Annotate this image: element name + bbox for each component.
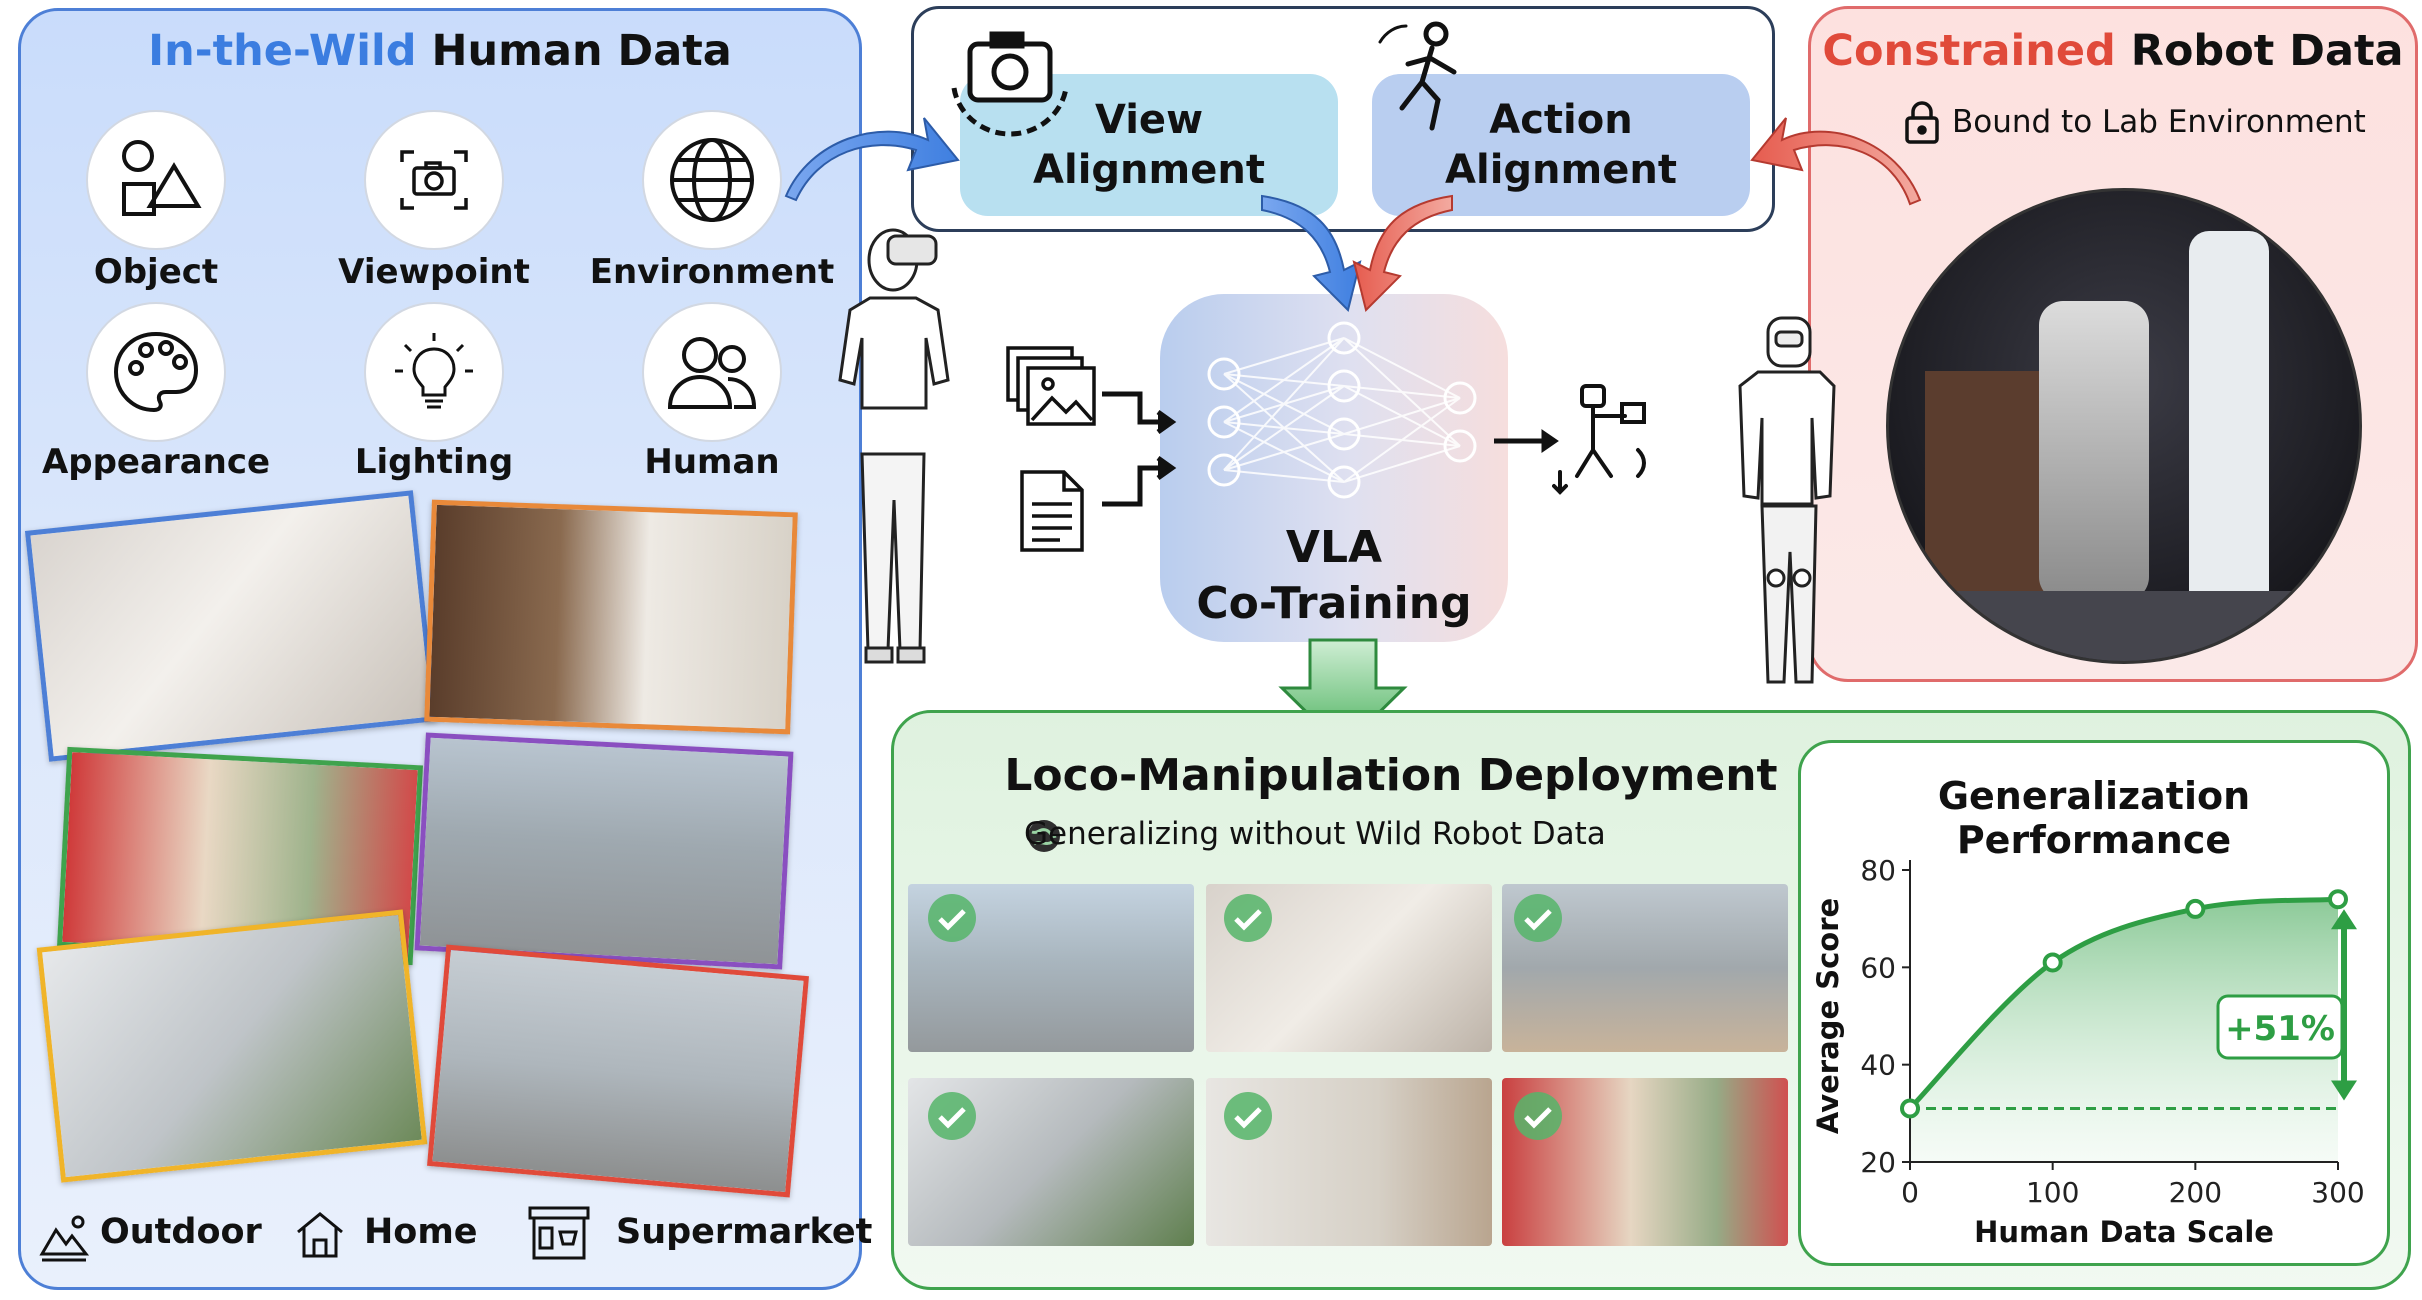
action-alignment-label: Action Alignment <box>1445 97 1677 193</box>
lock-icon <box>1905 101 1939 144</box>
x-axis-label: Human Data Scale <box>1974 1215 2274 1249</box>
robot-carrying-icon <box>1552 384 1646 495</box>
lab-bin <box>1925 371 2045 621</box>
rotate-camera-icon <box>951 31 1069 137</box>
y-tick-label: 40 <box>1860 1049 1896 1082</box>
human-data-title-highlight: In-the-Wild <box>148 26 417 76</box>
x-tick-label: 100 <box>2026 1176 2079 1209</box>
check-icon <box>1514 894 1562 942</box>
y-tick-label: 80 <box>1860 854 1896 887</box>
photo-office <box>36 909 428 1183</box>
object-icon <box>86 110 226 250</box>
location-label-home: Home <box>364 1212 478 1252</box>
robot-data-subtitle: Bound to Lab Environment <box>1952 104 2366 140</box>
data-point <box>2328 889 2348 910</box>
human-vr-figure <box>838 228 950 664</box>
check-icon <box>1514 1092 1562 1140</box>
chart-area <box>1910 899 2338 1162</box>
robot-data-title-highlight: Constrained <box>1822 26 2116 76</box>
camera-icon <box>364 110 504 250</box>
people-icon <box>642 302 782 442</box>
location-label-outdoor: Outdoor <box>100 1212 262 1252</box>
vla-model-box <box>1160 294 1508 642</box>
y-axis-label: Average Score <box>1811 898 1845 1134</box>
vla-label: VLA Co-Training <box>1160 520 1508 632</box>
lab-floor <box>1889 591 2359 661</box>
gain-arrow-head-top <box>2331 909 2357 930</box>
vla-label-line1: VLA <box>1285 522 1383 573</box>
document-icon <box>1020 470 1084 552</box>
output-arrow <box>1494 429 1559 453</box>
series-line <box>1908 896 2339 1111</box>
human-data-title: In-the-Wild Human Data <box>18 26 862 76</box>
chart-title: Generalization Performance <box>1937 774 2251 862</box>
gain-annotation-label: +51% <box>2225 1009 2335 1049</box>
photo-plaza <box>414 732 794 970</box>
check-icon <box>1224 1092 1272 1140</box>
neural-network-icon <box>1207 321 1477 499</box>
data-point <box>2042 952 2063 973</box>
check-icon <box>928 1092 976 1140</box>
factor-label-lighting: Lighting <box>354 442 514 482</box>
x-tick-label: 0 <box>1901 1176 1919 1209</box>
input-arrows <box>1102 391 1177 507</box>
gain-annotation-box <box>2216 994 2344 1060</box>
image-stack-icon <box>1006 346 1096 426</box>
factor-label-appearance: Appearance <box>41 442 271 482</box>
check-icon <box>928 894 976 942</box>
view-alignment-label: View Alignment <box>1033 97 1265 193</box>
robot-lab-photo <box>1886 188 2362 664</box>
mountain-icon <box>39 1215 90 1262</box>
deployment-subtitle: Generalizing without Wild Robot Data <box>1024 816 1606 852</box>
lightbulb-icon <box>364 302 504 442</box>
humanoid-robot-figure <box>1738 316 1836 684</box>
factor-label-viewpoint: Viewpoint <box>338 252 530 292</box>
house-icon <box>297 1212 343 1258</box>
x-tick-label: 200 <box>2169 1176 2222 1209</box>
globe-icon <box>642 110 782 250</box>
gain-arrow-head-bottom <box>2331 1080 2357 1101</box>
x-tick-label: 300 <box>2311 1176 2364 1209</box>
store-icon <box>528 1206 590 1260</box>
y-tick-label: 60 <box>1860 951 1896 984</box>
factor-label-object: Object <box>93 252 219 292</box>
palette-icon <box>86 302 226 442</box>
check-icon <box>1224 894 1272 942</box>
walking-person-icon <box>1378 21 1457 131</box>
location-label-supermarket: Supermarket <box>616 1212 873 1252</box>
lab-operator <box>2189 231 2269 611</box>
y-tick-label: 20 <box>1860 1146 1896 1179</box>
factor-label-human: Human <box>644 442 780 482</box>
flow-arrows <box>784 117 1922 751</box>
robot-data-title-rest: Robot Data <box>2115 26 2404 76</box>
lab-robot <box>2039 301 2149 601</box>
human-data-title-rest: Human Data <box>416 26 732 76</box>
data-point <box>2185 898 2206 919</box>
data-point <box>1900 1098 1920 1119</box>
photo-street <box>427 944 809 1198</box>
globe-badge-icon <box>1028 820 1060 852</box>
vla-label-line2: Co-Training <box>1196 578 1472 629</box>
factor-label-environment: Environment <box>589 252 835 292</box>
deployment-title: Loco-Manipulation Deployment <box>1004 750 1778 801</box>
performance-chart: 20 40 60 80 0 100 200 300 +51% Human Data Scale Av… <box>1811 854 2365 1249</box>
robot-data-title: Constrained Robot Data <box>1808 26 2418 76</box>
